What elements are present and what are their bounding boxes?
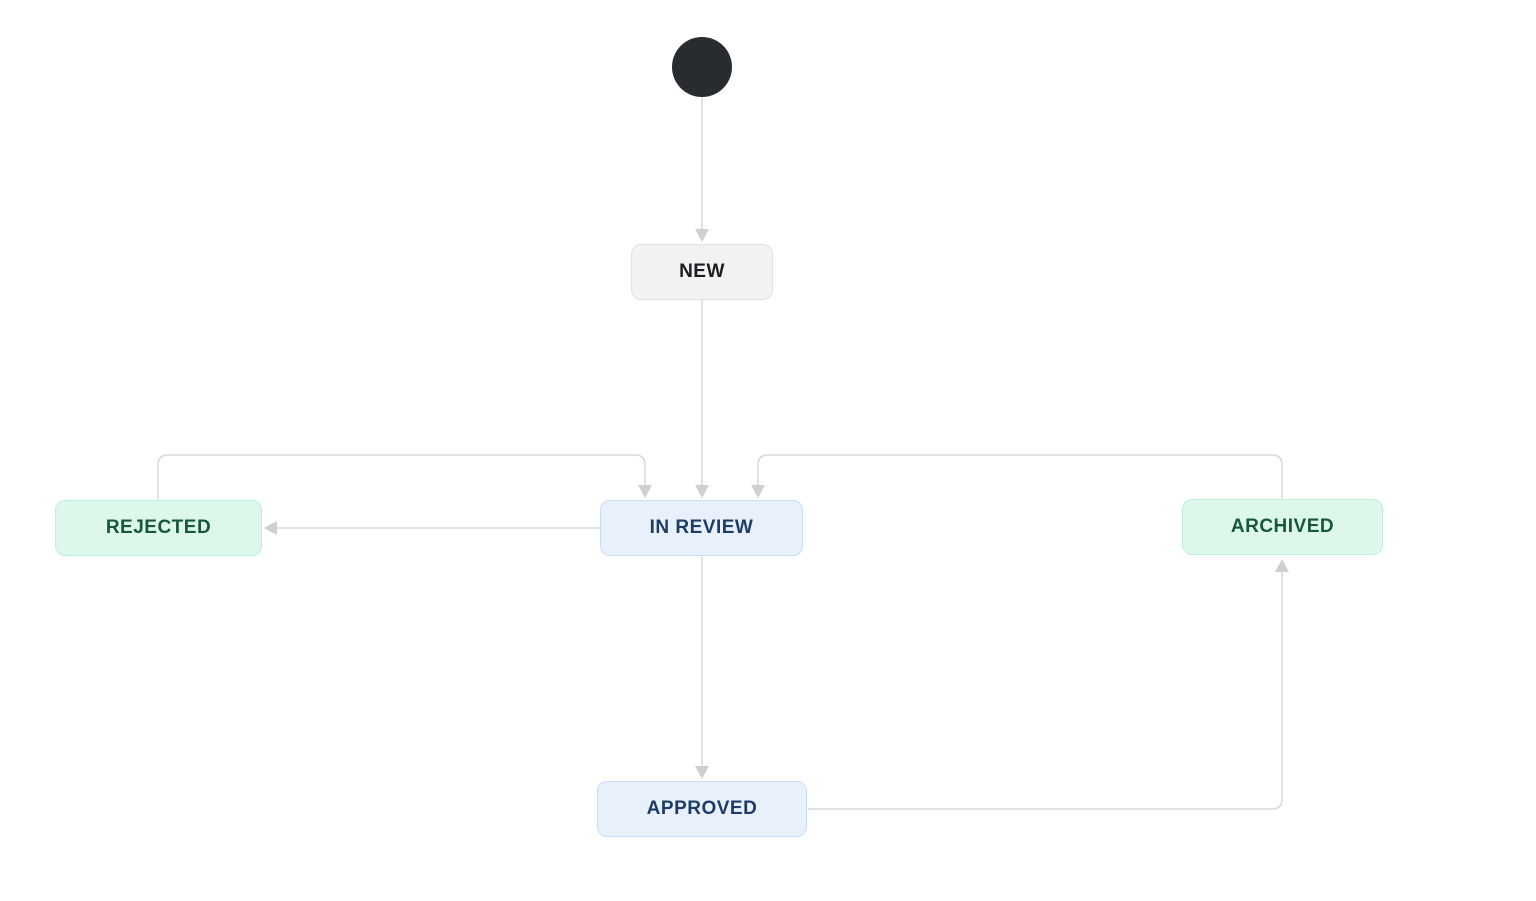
edge-in-review-to-rejected	[264, 521, 600, 535]
state-node-approved[interactable]: APPROVED	[597, 781, 807, 837]
state-node-new[interactable]: NEW	[631, 244, 773, 300]
state-node-in-review[interactable]: IN REVIEW	[600, 500, 803, 556]
edge-new-to-in-review	[695, 300, 709, 498]
edge-rejected-to-in-review	[157, 454, 652, 500]
state-node-archived[interactable]: ARCHIVED	[1182, 499, 1383, 555]
start-node-circle[interactable]	[672, 37, 732, 97]
edge-start-to-new	[695, 97, 709, 242]
edge-in-review-to-approved	[695, 557, 709, 779]
edge-approved-to-archived	[808, 559, 1289, 810]
edge-archived-to-in-review	[751, 454, 1283, 499]
state-node-rejected[interactable]: REJECTED	[55, 500, 262, 556]
